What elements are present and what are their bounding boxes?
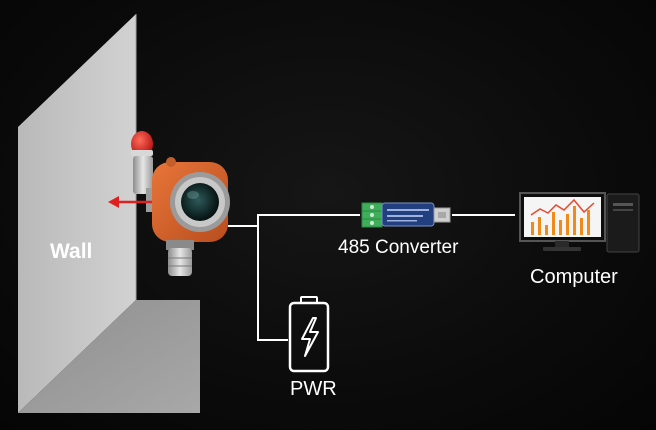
battery-bolt-icon [288, 296, 330, 373]
wall-label: Wall [50, 240, 93, 263]
screen-chart [530, 198, 595, 235]
wire-detector-to-converter [228, 214, 360, 227]
usb-485-converter-icon [361, 202, 451, 228]
wire-detector-to-power [257, 226, 288, 341]
converter-label: 485 Converter [338, 237, 459, 258]
gas-detector-icon [131, 131, 230, 276]
arrow-left-icon [108, 196, 152, 208]
desktop-computer-icon [519, 192, 640, 253]
wall-front-face [18, 14, 136, 413]
computer-label: Computer [530, 266, 618, 288]
power-label: PWR [290, 378, 337, 400]
wiring [228, 214, 515, 341]
wall-floor-face [18, 300, 200, 413]
wall [18, 14, 200, 413]
